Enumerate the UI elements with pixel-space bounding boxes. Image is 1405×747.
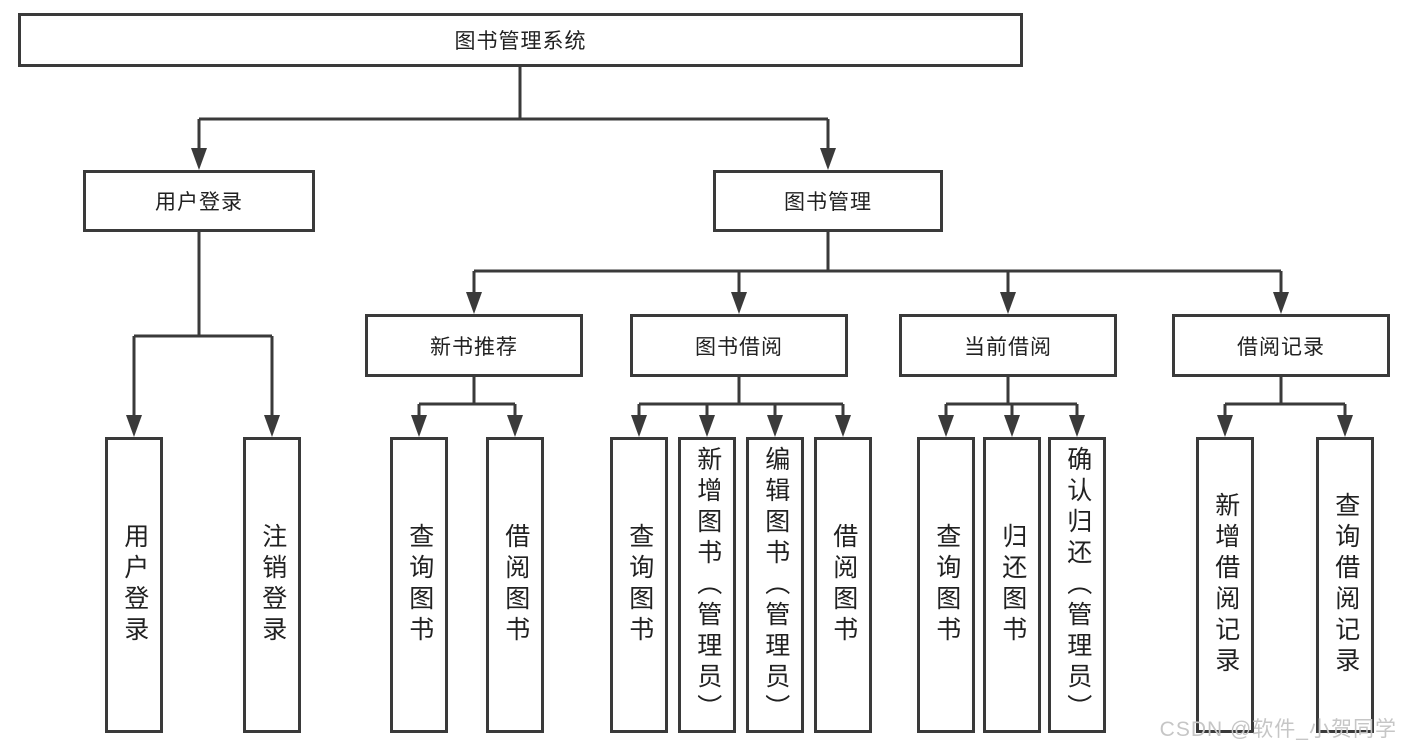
node-label: 图书管理 <box>784 191 872 214</box>
node-library-management-system: 图书管理系统 <box>18 13 1023 67</box>
leaf-label: 查询图书 <box>405 523 434 647</box>
node-label: 新书推荐 <box>430 335 518 359</box>
node-label: 图书借阅 <box>695 335 783 359</box>
leaf-label: 注销登录 <box>258 523 287 647</box>
connector-userlogin-to-leaves <box>132 232 274 417</box>
leaf-add-borrow-record: 新增借阅记录 <box>1196 437 1254 733</box>
leaf-label: 新增借阅记录 <box>1211 492 1240 678</box>
leaf-user-login: 用户登录 <box>105 437 163 733</box>
node-new-book-recommendation: 新书推荐 <box>365 314 583 377</box>
arrowheads <box>126 148 1353 437</box>
connector-currentborrow-to-leaves <box>944 377 1079 417</box>
connector-root-to-branches <box>197 67 830 150</box>
leaf-label: 查询图书 <box>625 523 654 647</box>
leaf-borrow-books: 借阅图书 <box>814 437 872 733</box>
leaf-label: 归还图书 <box>998 523 1027 647</box>
node-current-borrowing: 当前借阅 <box>899 314 1117 377</box>
leaf-logout: 注销登录 <box>243 437 301 733</box>
node-user-login: 用户登录 <box>83 170 315 232</box>
leaf-query-books: 查询图书 <box>610 437 668 733</box>
connector-newbookrec-to-leaves <box>417 377 517 417</box>
leaf-query-books: 查询图书 <box>390 437 448 733</box>
node-label: 图书管理系统 <box>454 30 587 53</box>
leaf-label: 用户登录 <box>120 523 149 647</box>
leaf-query-borrow-record: 查询借阅记录 <box>1316 437 1374 733</box>
node-book-management: 图书管理 <box>713 170 943 232</box>
leaf-label: 确认归还（管理员） <box>1063 445 1092 725</box>
leaf-label: 查询借阅记录 <box>1331 492 1360 678</box>
leaf-label: 借阅图书 <box>829 523 858 647</box>
node-label: 借阅记录 <box>1237 335 1325 359</box>
node-borrowing-records: 借阅记录 <box>1172 314 1390 377</box>
connector-bookmgmt-to-modules <box>472 232 1283 294</box>
node-label: 用户登录 <box>155 191 243 214</box>
connector-borrowrecord-to-leaves <box>1223 377 1347 417</box>
leaf-borrow-books: 借阅图书 <box>486 437 544 733</box>
leaf-add-books-admin: 新增图书（管理员） <box>678 437 736 733</box>
leaf-query-books: 查询图书 <box>917 437 975 733</box>
node-book-borrowing: 图书借阅 <box>630 314 848 377</box>
leaf-label: 借阅图书 <box>501 523 530 647</box>
leaf-label: 查询图书 <box>932 523 961 647</box>
node-label: 当前借阅 <box>964 335 1052 359</box>
leaf-return-books: 归还图书 <box>983 437 1041 733</box>
csdn-watermark: CSDN @软件_小贺同学 <box>1159 718 1397 741</box>
leaf-label: 新增图书（管理员） <box>693 445 722 725</box>
leaf-confirm-return-admin: 确认归还（管理员） <box>1048 437 1106 733</box>
connector-bookborrow-to-leaves <box>637 377 845 417</box>
leaf-label: 编辑图书（管理员） <box>761 445 790 725</box>
leaf-edit-books-admin: 编辑图书（管理员） <box>746 437 804 733</box>
